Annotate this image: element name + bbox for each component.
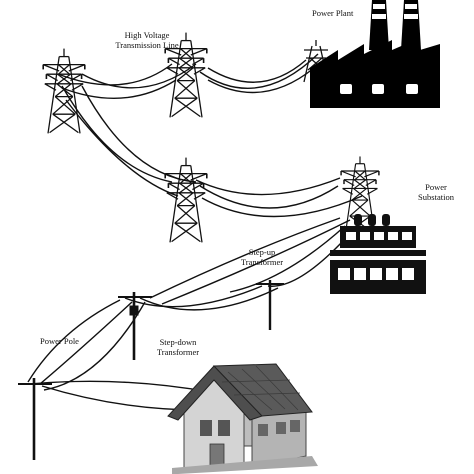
plant-details bbox=[340, 4, 418, 94]
power-pole-label: Power Pole bbox=[40, 336, 79, 346]
power-pole bbox=[18, 378, 52, 460]
power-substation-label-line2: Substation bbox=[418, 192, 454, 202]
power-plant-label: Power Plant bbox=[312, 8, 354, 18]
transmission-tower-left bbox=[41, 47, 87, 135]
substation-building bbox=[330, 214, 426, 294]
step-down-label-line2: Transformer bbox=[156, 347, 200, 357]
step-down-label-line1: Step-down bbox=[159, 337, 197, 347]
step-up-transformer-label: Step-up Transformer bbox=[232, 247, 292, 267]
power-substation-label-line1: Power bbox=[425, 182, 447, 192]
power-substation-label: Power Substation bbox=[414, 182, 458, 202]
high-voltage-label: High Voltage Transmission Line bbox=[104, 30, 190, 50]
high-voltage-label-line1: High Voltage bbox=[124, 30, 170, 40]
house bbox=[167, 363, 318, 474]
high-voltage-label-line2: Transmission Line bbox=[115, 40, 179, 50]
step-up-label-line2: Transformer bbox=[240, 257, 284, 267]
distribution-pole-right bbox=[256, 280, 284, 330]
step-down-pole bbox=[118, 292, 152, 360]
step-up-label-line1: Step-up bbox=[248, 247, 276, 257]
transmission-tower-lower bbox=[163, 156, 209, 244]
step-down-transformer-label: Step-down Transformer bbox=[148, 337, 208, 357]
